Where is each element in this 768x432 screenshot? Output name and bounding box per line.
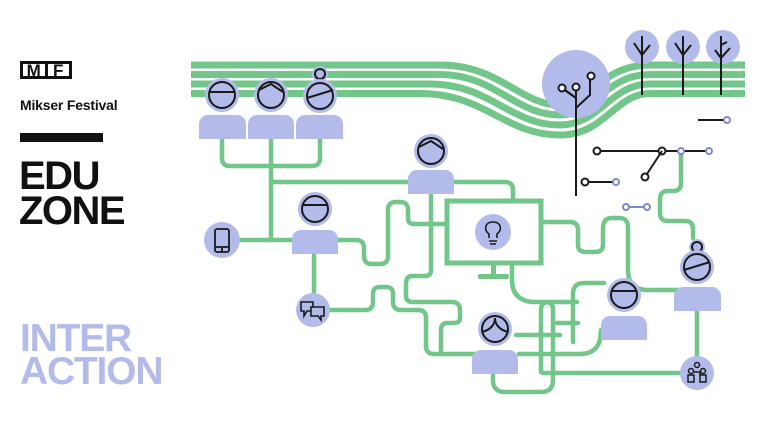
mf-logo: M F (20, 61, 72, 79)
person-8 (674, 239, 721, 311)
divider-bar (20, 133, 103, 142)
smartphone-icon (214, 228, 230, 253)
subtitle: INTER ACTION (20, 317, 163, 393)
brand-name: Mikser Festival (20, 97, 118, 113)
logo-letter-m: M (26, 61, 41, 80)
chat-node (296, 293, 330, 327)
headline: EDU ZONE (19, 154, 126, 233)
person-6 (472, 312, 518, 374)
connection-lines (219, 135, 700, 395)
person-4 (408, 134, 454, 194)
logo-letter-f: F (44, 62, 70, 79)
person-7 (601, 278, 647, 340)
headline-line-1: EDU (19, 154, 100, 198)
headline-line-2: ZONE (19, 189, 126, 233)
tree-icon (542, 50, 610, 196)
person-5 (292, 192, 338, 254)
monitor (444, 198, 544, 279)
tree-row (625, 30, 740, 95)
smartphone-node (204, 222, 240, 258)
group-icon (687, 361, 707, 383)
tree-icon (625, 30, 659, 95)
group-node (680, 356, 714, 390)
person-3 (296, 66, 343, 139)
person-1 (199, 78, 246, 139)
subtitle-line-1: INTER (20, 317, 132, 360)
chat-bubbles-icon (300, 301, 325, 323)
tree-icon (706, 30, 740, 95)
circuit-connectors (580, 116, 731, 211)
person-2 (248, 78, 294, 139)
tree-icon (666, 30, 700, 95)
lightbulb-icon (484, 221, 502, 245)
subtitle-line-2: ACTION (20, 350, 163, 393)
